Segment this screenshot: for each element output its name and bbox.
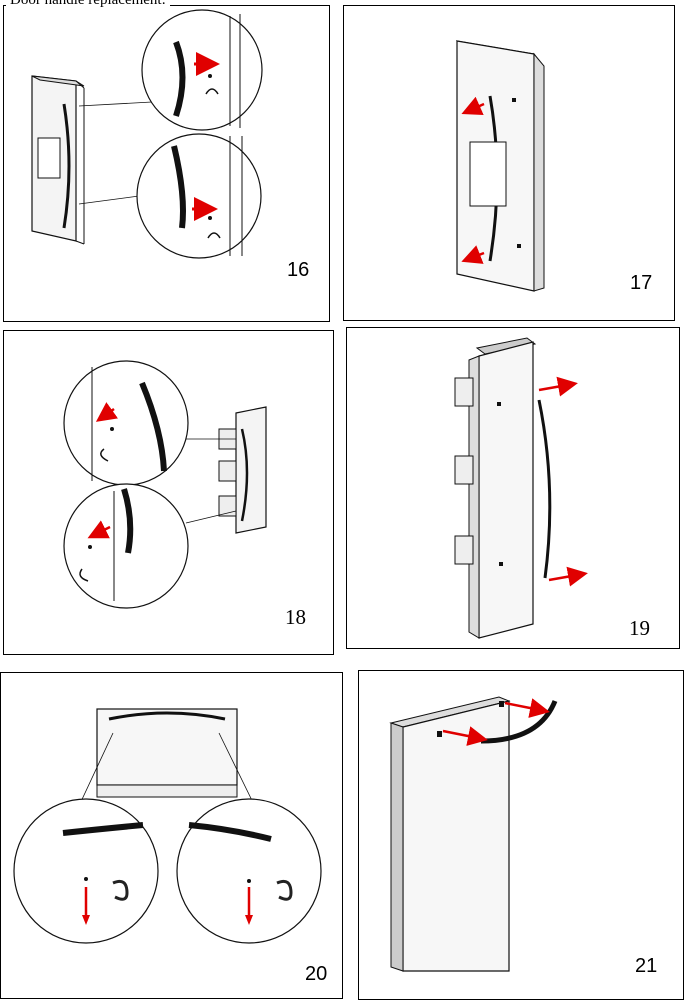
door-handle [480, 700, 558, 744]
detail-circle-left [13, 798, 159, 944]
step-16-illustration [31, 9, 263, 259]
step-19-panel: 19 [346, 327, 680, 649]
step-18-illustration [63, 360, 267, 609]
step-19-illustration [454, 337, 588, 639]
detail-circle-top [141, 9, 263, 131]
step-number: 20 [305, 963, 328, 985]
step-21-illustration [389, 696, 558, 972]
fridge-door [235, 406, 267, 534]
dispenser [37, 137, 61, 179]
step-number: 18 [285, 605, 306, 629]
step-number: 17 [630, 272, 653, 294]
detail-circle-right [176, 798, 322, 944]
step-number: 19 [629, 616, 650, 640]
detail-circle-top [63, 360, 189, 486]
step-16-panel: 16 [3, 5, 330, 322]
dispenser [469, 141, 507, 207]
door-handle [108, 711, 226, 721]
step-20-panel: 20 [0, 672, 343, 999]
door-handle [537, 399, 552, 579]
step-17-illustration [455, 40, 545, 292]
fridge-door [96, 708, 238, 786]
door-handle [62, 103, 71, 229]
step-number: 16 [287, 259, 310, 281]
step-21-panel: 21 [358, 670, 684, 1000]
section-heading: Door handle replacement: [6, 0, 170, 9]
fridge-door [478, 341, 534, 639]
detail-circle-bottom [63, 483, 189, 609]
step-18-panel: 18 [3, 330, 334, 655]
step-20-illustration [13, 708, 322, 944]
step-17-panel: 17 [343, 5, 675, 321]
step-number: 21 [635, 955, 658, 977]
